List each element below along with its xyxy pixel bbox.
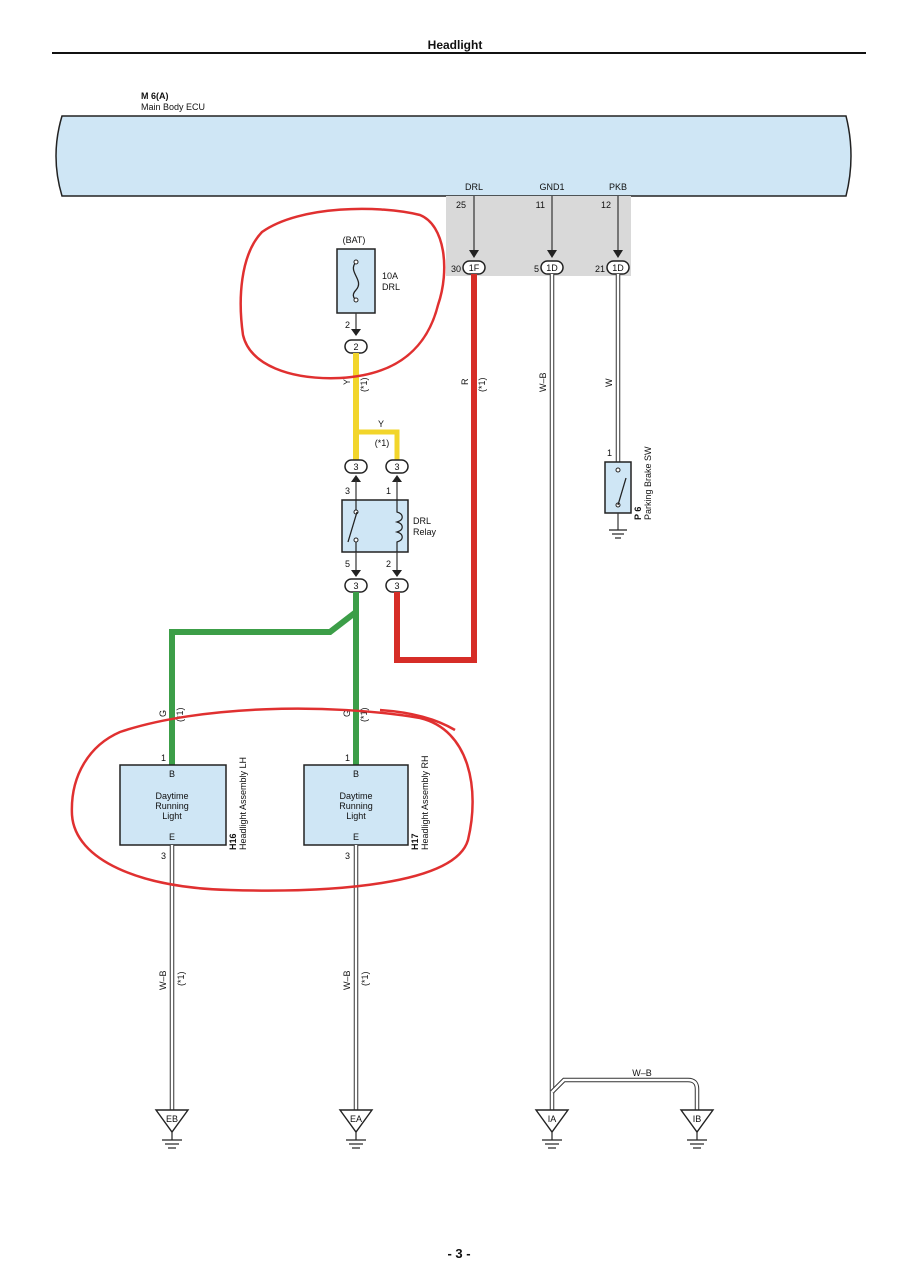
- fuse-source: (BAT): [343, 235, 366, 245]
- wire-w-label: W: [604, 378, 614, 387]
- brake-sw-name: Parking Brake SW: [643, 446, 653, 520]
- ground-label-ia: IA: [548, 1114, 557, 1124]
- ground-label-eb: EB: [166, 1114, 178, 1124]
- fuse-pin: 2: [345, 320, 350, 330]
- hl-rh-term-b: B: [353, 769, 359, 779]
- hl-rh-label-3: Light: [346, 811, 366, 821]
- hl-lh-label-1: Daytime: [155, 791, 188, 801]
- wire-wb-note-rh: (*1): [360, 971, 370, 986]
- wire-g-label-lh: G: [158, 710, 168, 717]
- hl-lh-name: Headlight Assembly LH: [238, 757, 248, 850]
- wire-yellow-branch: [356, 429, 400, 460]
- relay-name-2: Relay: [413, 527, 437, 537]
- hl-lh-label-3: Light: [162, 811, 182, 821]
- drl-arrow: [469, 250, 479, 258]
- ecu-pin-pkb: 12: [601, 200, 611, 210]
- gnd1-arrow: [547, 250, 557, 258]
- brake-switch-icon: [617, 477, 627, 506]
- connector-relay-top-right: [385, 459, 409, 474]
- page-number: - 3 -: [447, 1246, 470, 1261]
- brake-sw-pin: 1: [607, 448, 612, 458]
- fuse-name: DRL: [382, 282, 400, 292]
- hl-lh-pin-b: 1: [161, 753, 166, 763]
- hl-lh-pin-e: 3: [161, 851, 166, 861]
- hl-rh-label-2: Running: [339, 801, 373, 811]
- conn-pin-gnd1: 5: [534, 264, 539, 274]
- ground-icon-brake: [609, 529, 627, 539]
- wire-r-label: R: [460, 378, 470, 385]
- ecu-terminal-gnd1: GND1: [539, 182, 564, 192]
- conn-label-1d-pkb: 1D: [612, 263, 624, 273]
- hl-lh-term-e: E: [169, 832, 175, 842]
- hl-rh-pin-b: 1: [345, 753, 350, 763]
- conn-pin-drl: 30: [451, 264, 461, 274]
- ground-ib: IB: [679, 1109, 715, 1149]
- wire-y-note: (*1): [359, 377, 369, 392]
- wire-wb-label-gnd1: W–B: [538, 372, 548, 392]
- conn-label-fuse: 2: [353, 342, 358, 352]
- relay-pin-2: 2: [386, 559, 391, 569]
- page-title: Headlight: [428, 38, 483, 52]
- wire-g-note-lh: (*1): [175, 707, 185, 722]
- wire-r-note: (*1): [477, 377, 487, 392]
- wire-wb-note-lh: (*1): [176, 971, 186, 986]
- highlight-headlights-circle: [70, 707, 474, 892]
- pkb-arrow: [613, 250, 623, 258]
- conn-label-1d-gnd: 1D: [546, 263, 558, 273]
- hl-rh-name: Headlight Assembly RH: [420, 755, 430, 850]
- relay-pin-5: 5: [345, 559, 350, 569]
- wire-y-note-branch: (*1): [375, 438, 390, 448]
- relay-coil-icon: [394, 500, 403, 552]
- hl-lh-code: H16: [228, 833, 238, 850]
- conn-label-relay-br: 3: [394, 581, 399, 591]
- wire-red: [394, 274, 477, 663]
- connector-relay-top-left: [344, 459, 368, 474]
- wire-y-label-branch: Y: [378, 419, 384, 429]
- wire-wb-label-rh: W–B: [342, 970, 352, 990]
- wire-green-lh: [169, 609, 358, 765]
- highlight-fuse-circle: [239, 207, 446, 380]
- hl-lh-term-b: B: [169, 769, 175, 779]
- wire-wb-label-ib: W–B: [632, 1068, 652, 1078]
- relay-pin-1: 1: [386, 486, 391, 496]
- conn-label-1f: 1F: [469, 263, 480, 273]
- ground-ia: IA: [534, 1109, 570, 1149]
- ground-ea: EA: [338, 1109, 374, 1149]
- brake-sw-code: P 6: [633, 507, 643, 520]
- conn-label-relay-tl: 3: [353, 462, 358, 472]
- relay-switch-icon: [347, 511, 358, 543]
- ecu-terminal-drl: DRL: [465, 182, 483, 192]
- wire-g-note-rh: (*1): [359, 707, 369, 722]
- wire-y-label: Y: [342, 379, 352, 385]
- highlight-tail: [379, 708, 456, 732]
- ecu-pin-drl: 25: [456, 200, 466, 210]
- headlight-lh-body: [119, 764, 227, 846]
- relay-body: [341, 499, 409, 553]
- fuse-rating: 10A: [382, 271, 398, 281]
- ground-eb: EB: [154, 1109, 190, 1149]
- ecu-code: M 6(A): [141, 91, 169, 101]
- ecu-body: [55, 115, 852, 197]
- ground-label-ea: EA: [350, 1114, 362, 1124]
- ecu-name: Main Body ECU: [141, 102, 205, 112]
- wire-g-label-rh: G: [342, 710, 352, 717]
- hl-rh-term-e: E: [353, 832, 359, 842]
- relay-pin-3: 3: [345, 486, 350, 496]
- ecu-terminal-pkb: PKB: [609, 182, 627, 192]
- conn-label-relay-bl: 3: [353, 581, 358, 591]
- hl-lh-label-2: Running: [155, 801, 189, 811]
- hl-rh-pin-e: 3: [345, 851, 350, 861]
- wire-wb-label-lh: W–B: [158, 970, 168, 990]
- hl-rh-code: H17: [410, 833, 420, 850]
- conn-pin-pkb: 21: [595, 264, 605, 274]
- conn-label-relay-tr: 3: [394, 462, 399, 472]
- hl-rh-label-1: Daytime: [339, 791, 372, 801]
- fuse-body: [336, 248, 376, 314]
- wire-gnd-ib: [550, 1077, 700, 1110]
- ground-label-ib: IB: [693, 1114, 702, 1124]
- relay-name-1: DRL: [413, 516, 431, 526]
- ecu-pin-gnd1: 11: [536, 200, 545, 210]
